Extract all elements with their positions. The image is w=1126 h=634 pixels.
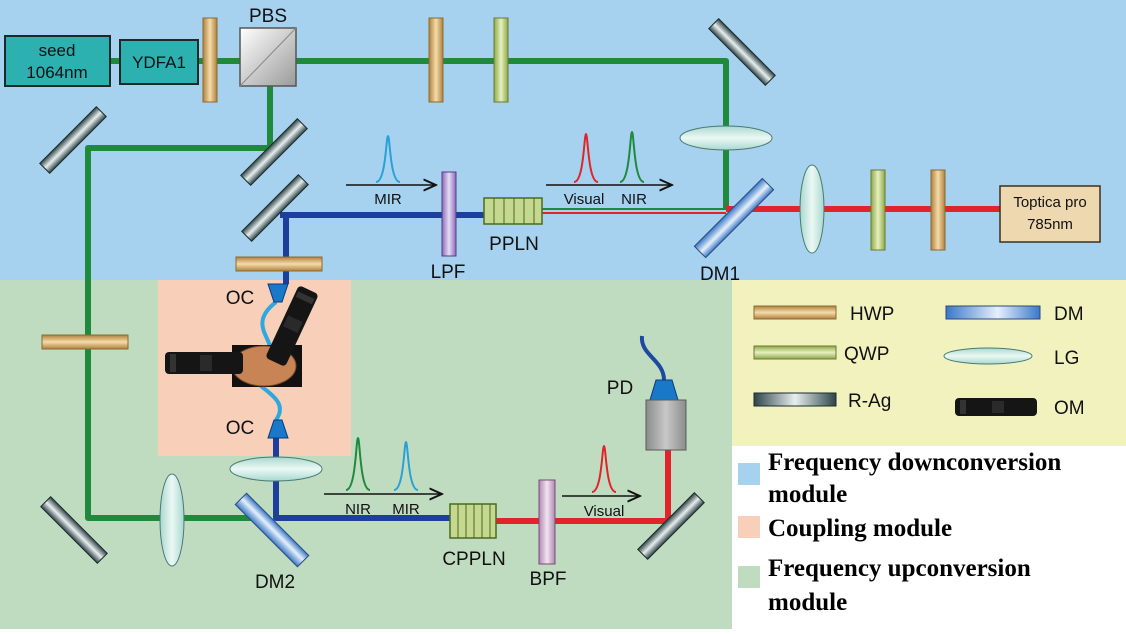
key-rag-icon [753,392,837,407]
legend-swatch-downconversion [738,463,760,485]
lens [229,456,323,482]
legend-downconversion-line1: Frequency downconversion [768,449,1061,476]
ydfa1-label: YDFA1 [132,53,186,72]
dichroic-mirror-dm2 [234,492,310,568]
objective-lens-angled [266,286,318,366]
key-dm-icon [945,305,1041,320]
key-hwp-label: HWP [850,304,894,325]
oc-label-bottom: OC [226,418,255,439]
bpf-filter [538,479,556,565]
legend-downconversion-line2: module [768,481,847,508]
beam-label-mir-bottom: MIR [392,501,420,518]
dm1-label: DM1 [700,264,740,285]
cppln-crystal [449,503,497,539]
ppln-crystal [483,197,543,225]
hwp-plate [235,256,323,272]
lens [679,125,773,151]
legend-swatch-upconversion [738,566,760,588]
ppln-label: PPLN [489,234,539,255]
bpf-label: BPF [530,569,567,590]
qwp-plate [870,169,886,251]
toptica-laser: Toptica pro 785nm [999,185,1101,243]
nir-peak-top [619,130,645,183]
legend-upconversion-line1: Frequency upconversion [768,555,1031,582]
nir-peak-bottom [345,436,371,491]
beam-label-nir-bottom: NIR [345,501,371,518]
legend-panel [732,446,1126,629]
toptica-label-line2: 785nm [1027,216,1073,233]
dm2-label: DM2 [255,572,295,593]
pd-label: PD [607,378,633,399]
pbs-beam-splitter [239,27,297,87]
legend-swatch-coupling [738,516,760,538]
silver-mirror [40,496,108,564]
seed-label-line2: 1064nm [26,63,87,82]
hwp-plate [428,17,444,103]
mir-peak-bottom [393,440,419,491]
beam-1064nm [85,58,729,521]
beam-label-visual-bottom: Visual [584,503,625,520]
beam-label-visual-top: Visual [564,191,605,208]
beam-label-nir-top: NIR [621,191,647,208]
legend-upconversion-line2: module [768,589,847,616]
silver-mirror [240,118,308,186]
key-hwp-icon [753,305,837,320]
mir-peak-top [375,134,401,183]
lens [799,164,825,254]
lpf-filter [441,171,457,257]
upconversion-module-area [0,280,732,629]
output-coupler-bottom [267,419,289,439]
key-lg-label: LG [1054,348,1079,369]
key-qwp-label: QWP [844,344,889,365]
legend-coupling: Coupling module [768,515,952,542]
silver-mirror [637,492,705,560]
qwp-plate [493,17,509,103]
photodetector [645,379,687,451]
key-om-label: OM [1054,398,1085,419]
hwp-plate [41,334,129,350]
oc-label-top: OC [226,288,255,309]
beam-label-mir-top: MIR [374,191,402,208]
output-coupler-top [267,283,289,303]
silver-mirror [241,174,309,242]
seed-label-line1: seed [39,41,76,60]
pd-fiber-cable [639,335,666,381]
cppln-label: CPPLN [442,549,505,570]
key-lg-icon [943,347,1033,365]
hwp-plate [202,17,218,103]
key-om-icon [955,398,1037,416]
hwp-plate [930,169,946,251]
toptica-label-line1: Toptica pro [1013,194,1086,211]
silver-mirror [39,106,107,174]
key-dm-label: DM [1054,304,1084,325]
key-qwp-icon [753,345,837,360]
objective-lens-left [165,352,243,374]
seed-laser: seed 1064nm [4,35,111,87]
dichroic-mirror-dm1 [693,177,775,259]
lens [159,473,185,567]
visual-peak-top [573,132,599,183]
ydfa1-amplifier: YDFA1 [119,39,199,85]
silver-mirror [708,18,776,86]
key-rag-label: R-Ag [848,391,891,412]
pbs-label: PBS [249,6,287,27]
lpf-label: LPF [431,262,466,283]
visual-peak-bottom [591,444,617,493]
